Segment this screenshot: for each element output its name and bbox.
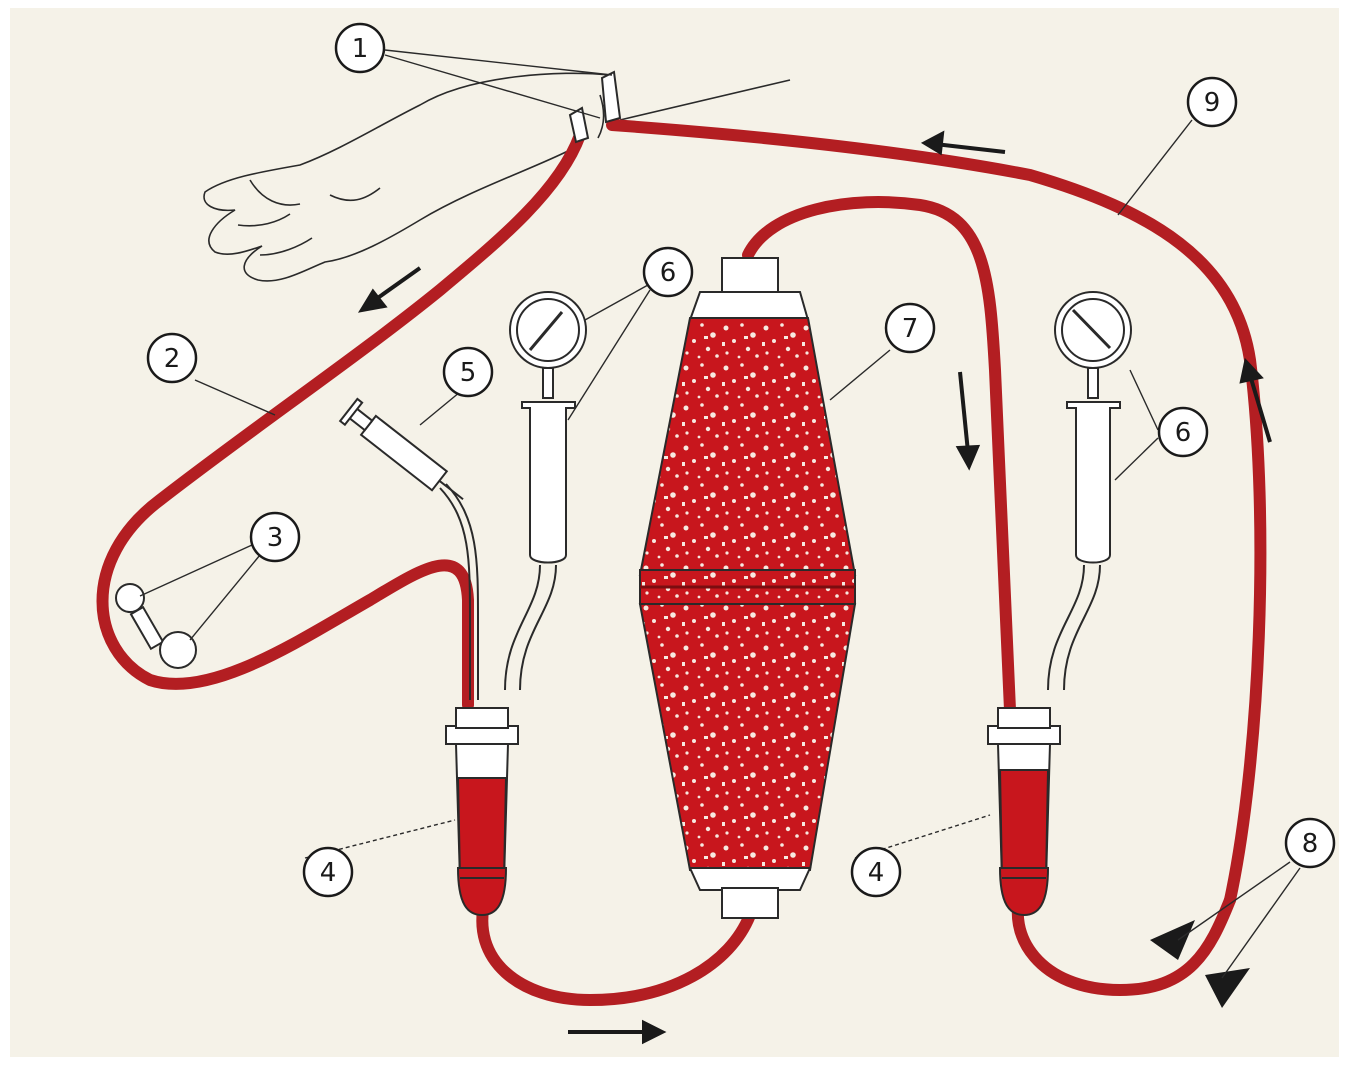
callout-6-left-label: 6 (660, 258, 677, 288)
callout-1: 1 (336, 24, 384, 72)
callout-4-right: 4 (852, 848, 900, 896)
pressure-gauge-icon (505, 292, 586, 690)
return-bottom-line (1018, 890, 1230, 990)
callout-4-left: 4 (304, 848, 352, 896)
callout-3-label: 3 (267, 523, 284, 553)
callout-4-left-label: 4 (320, 858, 337, 888)
clamp-icon (116, 584, 196, 668)
drip-chamber-icon (988, 708, 1060, 915)
callout-7-label: 7 (902, 314, 919, 344)
callout-3: 3 (251, 513, 299, 561)
syringe-icon (340, 399, 478, 700)
pre-filter-line (482, 900, 750, 1000)
callout-6-left: 6 (644, 248, 692, 296)
callout-5: 5 (444, 348, 492, 396)
callout-4-right-label: 4 (868, 858, 885, 888)
callout-6-right-label: 6 (1175, 418, 1192, 448)
callout-8-label: 8 (1302, 829, 1319, 859)
drip-chamber-icon (446, 708, 518, 915)
needle-icon (570, 72, 620, 142)
pressure-gauge-icon (1048, 292, 1131, 690)
callout-9-label: 9 (1204, 88, 1221, 118)
callout-9: 9 (1188, 78, 1236, 126)
callout-2: 2 (148, 334, 196, 382)
callout-5-label: 5 (460, 358, 477, 388)
callout-7: 7 (886, 304, 934, 352)
callout-6-right: 6 (1159, 408, 1207, 456)
callout-1-label: 1 (352, 34, 369, 64)
callout-8: 8 (1286, 819, 1334, 867)
filter-cartridge-icon (640, 258, 855, 918)
callout-2-label: 2 (164, 344, 181, 374)
forearm-icon (204, 73, 790, 281)
